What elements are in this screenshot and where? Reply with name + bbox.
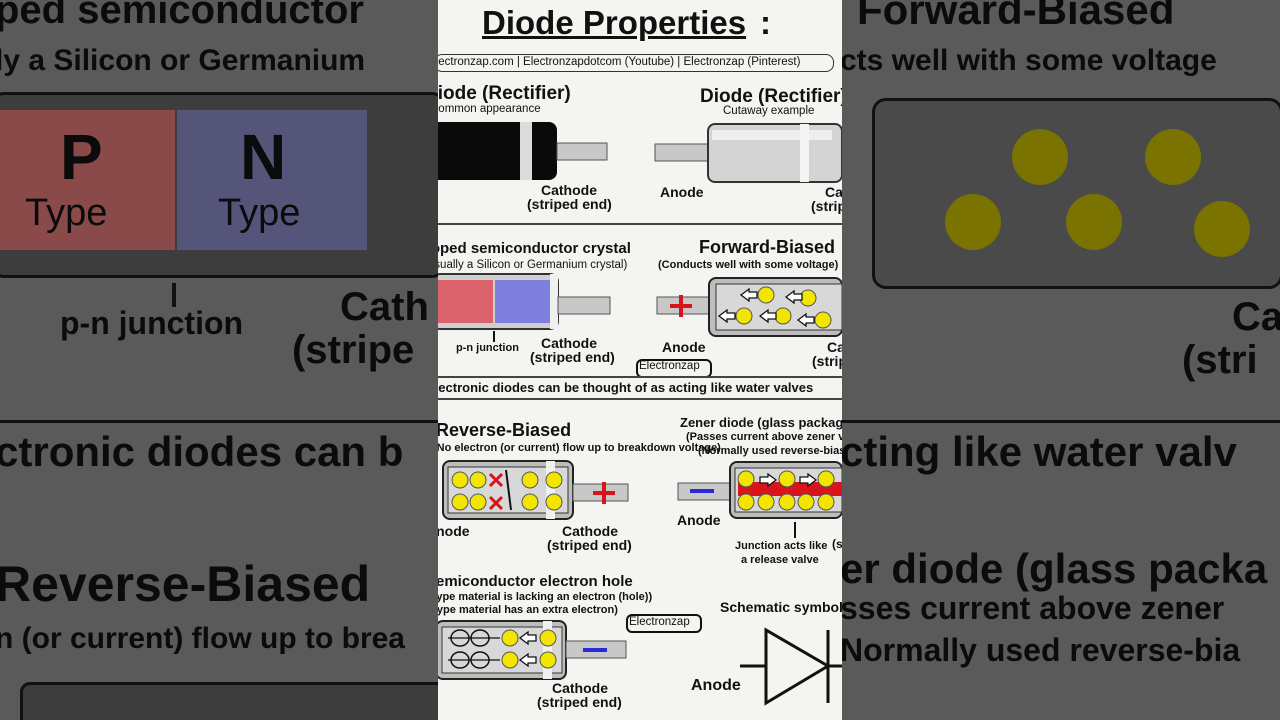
- forward-heading: Forward-Biased: [699, 237, 836, 257]
- page-title: Diode Properties: [482, 4, 747, 41]
- divider: [438, 398, 842, 400]
- anode-label: Anode: [438, 523, 470, 539]
- rectifier-common-graphic: [438, 122, 608, 180]
- crystal-subheading: Usually a Silicon or Germanium crystal): [438, 259, 628, 271]
- zener-graphic: [677, 461, 842, 538]
- crystal-heading: Doped semiconductor crystal: [438, 240, 631, 257]
- cathode-label: Cathode: [541, 335, 597, 351]
- background-right-zoom: Forward-Biased cts well with some voltag…: [842, 0, 1280, 720]
- anode-label: Anode: [677, 512, 721, 528]
- bg-text: P: [60, 121, 103, 193]
- bg-text: n (or current) flow up to brea: [0, 622, 405, 655]
- bg-diode-body: [20, 682, 438, 720]
- bg-text: N: [240, 121, 287, 193]
- background-left-zoom: ped semiconductor ly a Silicon or German…: [0, 0, 438, 720]
- bg-text: p-n junction: [60, 305, 244, 341]
- junction-note-1: Junction acts like: [735, 540, 828, 552]
- bg-text: Reverse-Biased: [0, 556, 371, 612]
- cathode-label: Cathode: [552, 680, 608, 696]
- bg-n-region: [177, 110, 367, 250]
- bg-text: Forward-Biased: [857, 0, 1175, 33]
- forward-subheading: (Conducts well with some voltage): [658, 259, 839, 271]
- hole-line2: (N-type material has an extra electron): [438, 604, 618, 616]
- reverse-heading: Reverse-Biased: [438, 420, 572, 440]
- bg-junction-line: [172, 283, 176, 307]
- cathode-label: Cathode: [562, 523, 618, 539]
- hole-heading: Semiconductor electron hole: [438, 573, 633, 590]
- rectifier-common-heading: Diode (Rectifier): [438, 83, 571, 104]
- watermark: Electronzap: [639, 360, 700, 372]
- watermark: Electronzap: [629, 616, 690, 628]
- bg-text: Type: [25, 192, 108, 234]
- water-valve-line: Electronic diodes can be thought of as a…: [438, 380, 814, 395]
- bg-text: sses current above zener: [842, 590, 1225, 626]
- reverse-subheading: (No electron (or current) flow up to bre…: [438, 442, 721, 454]
- reverse-biased-graphic: [442, 460, 629, 520]
- electron-hole-graphic: [438, 620, 627, 680]
- bg-divider: [0, 420, 438, 423]
- anode-label: Anode: [691, 677, 741, 694]
- bg-p-region: [0, 110, 175, 250]
- rectifier-cutaway-heading: Diode (Rectifier): [700, 86, 842, 107]
- schematic-heading: Schematic symbol: [720, 599, 842, 615]
- anode-label: Anode: [662, 339, 706, 355]
- junction-note-2: a release valve: [741, 554, 819, 566]
- diode-illustrations: [438, 122, 842, 706]
- cathode-note: (striped end): [812, 353, 842, 369]
- forward-biased-graphic: [656, 277, 842, 337]
- schematic-symbol-graphic: [740, 627, 842, 706]
- title-colon: :: [760, 4, 771, 41]
- cathode-note: (striped end): [537, 694, 622, 710]
- cathode-label: Cathode: [541, 182, 597, 198]
- diode-poster: Diode Properties : Electronzap.com | Ele…: [438, 0, 842, 720]
- striped-fragment: (s: [832, 537, 842, 551]
- bg-text: Normally used reverse-bia: [842, 632, 1241, 668]
- bg-text: (stri: [1182, 338, 1258, 382]
- bg-text: ly a Silicon or Germanium: [0, 44, 366, 77]
- bg-text: Ca: [1232, 295, 1280, 339]
- bg-text: (stripe: [292, 328, 415, 372]
- bg-diode-body: [872, 98, 1280, 289]
- bg-text: er diode (glass packa: [842, 545, 1268, 592]
- cathode-note: (striped end): [811, 198, 842, 214]
- zener-heading: Zener diode (glass package): [680, 415, 842, 430]
- cathode-note: (striped end): [530, 349, 615, 365]
- cathode-label: Cathode: [825, 184, 842, 200]
- rectifier-cutaway-graphic: [654, 123, 842, 183]
- bg-divider: [842, 420, 1280, 423]
- source-line: Electronzap.com | Electronzapdotcom (You…: [438, 56, 801, 68]
- bg-text: cting like water valv: [842, 428, 1237, 475]
- hole-line1: (P-type material is lacking an electron …: [438, 591, 653, 603]
- bg-text: ctronic diodes can b: [0, 428, 404, 475]
- junction-label: p-n junction: [456, 342, 519, 354]
- divider: [438, 376, 842, 378]
- bg-electron-graphic: [945, 129, 1250, 257]
- cathode-note: (striped end): [547, 537, 632, 553]
- bg-text: Type: [218, 192, 301, 234]
- bg-text: Cath: [340, 285, 429, 329]
- watermark-box: [626, 614, 702, 633]
- cathode-label: Cathode: [827, 339, 842, 355]
- cathode-note: (striped end): [527, 196, 612, 212]
- divider: [438, 223, 842, 225]
- rectifier-common-subheading: Common appearance: [438, 103, 541, 115]
- bg-text: cts well with some voltage: [842, 44, 1217, 77]
- anode-label: Anode: [660, 184, 704, 200]
- crystal-graphic: [438, 273, 611, 342]
- zener-line2: (Normally used reverse-biased): [698, 445, 842, 457]
- bg-text: ped semiconductor: [0, 0, 364, 32]
- zener-line1: (Passes current above zener voltage): [686, 431, 842, 443]
- rectifier-cutaway-subheading: Cutaway example: [723, 105, 815, 117]
- source-box: [438, 54, 834, 72]
